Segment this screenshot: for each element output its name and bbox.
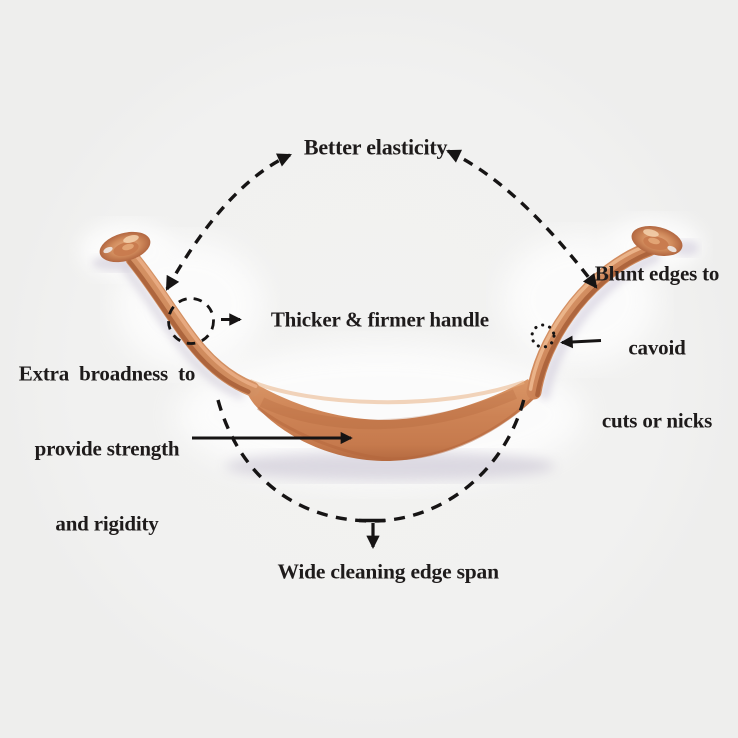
left-curl bbox=[99, 231, 151, 263]
callout-graphics bbox=[165, 149, 602, 550]
label-thicker-handle: Thicker & firmer handle bbox=[251, 283, 489, 358]
blade-bottom-rim bbox=[257, 395, 536, 461]
blade-top-highlight bbox=[249, 379, 525, 405]
dashed-focus-circle bbox=[167, 297, 215, 345]
label-extra-broadness-line3: and rigidity bbox=[55, 511, 159, 536]
label-extra-broadness-line2: provide strength bbox=[34, 436, 180, 461]
dashed-arc-top-right bbox=[446, 149, 598, 289]
label-blunt-edges: Blunt edges to cavoid cuts or nicks bbox=[594, 212, 720, 482]
dashed-arc-top-left bbox=[165, 153, 292, 291]
label-extra-broadness-line1: Extra broadness to bbox=[18, 361, 196, 386]
blade-shade-band bbox=[259, 389, 518, 430]
left-arm-highlight bbox=[134, 254, 258, 389]
scraper-right-arm bbox=[526, 241, 657, 400]
scraper-left-arm bbox=[125, 251, 260, 397]
label-blunt-edges-line3: cuts or nicks bbox=[601, 408, 713, 433]
right-arm-dark-edge bbox=[535, 249, 655, 398]
label-wide-span-text: Wide cleaning edge span bbox=[277, 559, 499, 584]
label-wide-span: Wide cleaning edge span bbox=[257, 535, 499, 610]
left-arm-dark-edge bbox=[127, 259, 251, 394]
label-blunt-edges-line2: cavoid bbox=[628, 334, 686, 359]
label-blunt-edges-line1: Blunt edges to bbox=[594, 261, 720, 286]
label-thicker-handle-text: Thicker & firmer handle bbox=[270, 307, 489, 332]
blunt-edges-arrow bbox=[560, 335, 602, 349]
dotted-focus-circle bbox=[530, 323, 556, 349]
label-extra-broadness: Extra broadness to provide strength and … bbox=[18, 312, 196, 587]
label-better-elasticity: Better elasticity bbox=[283, 110, 448, 185]
tongue-cleaner bbox=[99, 226, 683, 462]
label-better-elasticity-text: Better elasticity bbox=[303, 134, 448, 160]
right-arm-highlight bbox=[528, 244, 648, 391]
dashed-arc-bottom bbox=[216, 398, 526, 523]
right-curl bbox=[631, 226, 683, 256]
